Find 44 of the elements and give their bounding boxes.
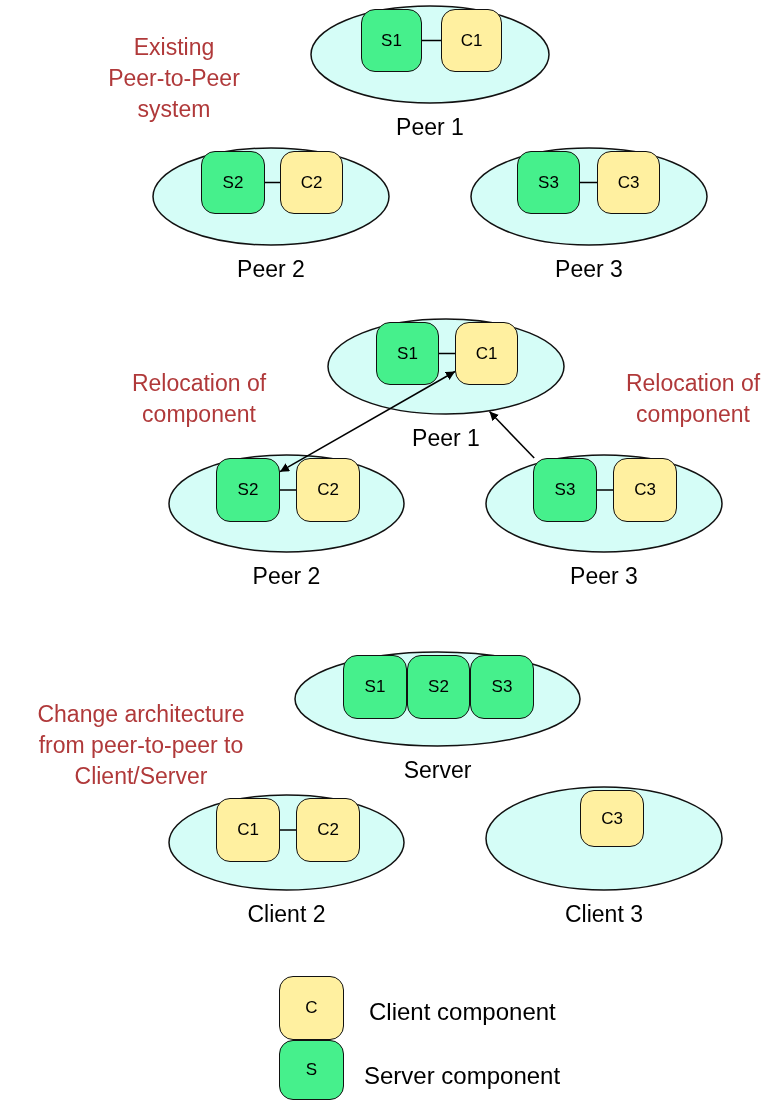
host-label: Client 3 xyxy=(564,900,644,928)
connector-line xyxy=(264,181,281,184)
host-label: Peer 2 xyxy=(236,255,306,283)
client-component: C1 xyxy=(455,322,518,385)
section-note: Relocation of component xyxy=(130,369,268,429)
arrow xyxy=(279,370,456,473)
host-label: Peer 3 xyxy=(569,562,639,590)
legend-text: Server component xyxy=(364,1062,561,1090)
server-component: S2 xyxy=(407,655,470,719)
host-label: Peer 3 xyxy=(554,255,624,283)
server-component: S1 xyxy=(343,655,407,719)
arrow xyxy=(488,410,535,459)
connector-line xyxy=(279,829,297,831)
client-component: C3 xyxy=(580,790,644,847)
host-label: Client 2 xyxy=(246,900,327,928)
client-component: C xyxy=(279,976,344,1040)
connector-line xyxy=(579,181,598,184)
client-component: C2 xyxy=(296,458,360,522)
connector-line xyxy=(421,39,442,42)
host-label: Peer 1 xyxy=(395,113,465,141)
host-label: Server xyxy=(402,756,473,784)
connector-line xyxy=(279,489,297,491)
client-component: C1 xyxy=(441,9,502,72)
host-label: Peer 1 xyxy=(411,424,481,452)
server-component: S2 xyxy=(216,458,280,522)
section-note: Relocation of component xyxy=(624,369,762,429)
section-note: Existing Peer-to-Peer system xyxy=(107,33,241,124)
section-note: Change architecture from peer-to-peer to Client/Server xyxy=(36,700,246,791)
client-component: C2 xyxy=(280,151,343,214)
server-component: S1 xyxy=(376,322,439,385)
client-component: C3 xyxy=(597,151,660,214)
server-component: S3 xyxy=(533,458,597,522)
server-component: S xyxy=(279,1040,344,1100)
server-component: S1 xyxy=(361,9,422,72)
client-component: C1 xyxy=(216,798,280,862)
connector-line xyxy=(596,489,614,491)
server-component: S3 xyxy=(470,655,534,719)
client-component: C2 xyxy=(296,798,360,862)
connector-line xyxy=(438,352,456,355)
legend-text: Client component xyxy=(369,998,556,1026)
server-component: S2 xyxy=(201,151,265,214)
client-component: C3 xyxy=(613,458,677,522)
server-component: S3 xyxy=(517,151,580,214)
host-label: Peer 2 xyxy=(251,562,322,590)
